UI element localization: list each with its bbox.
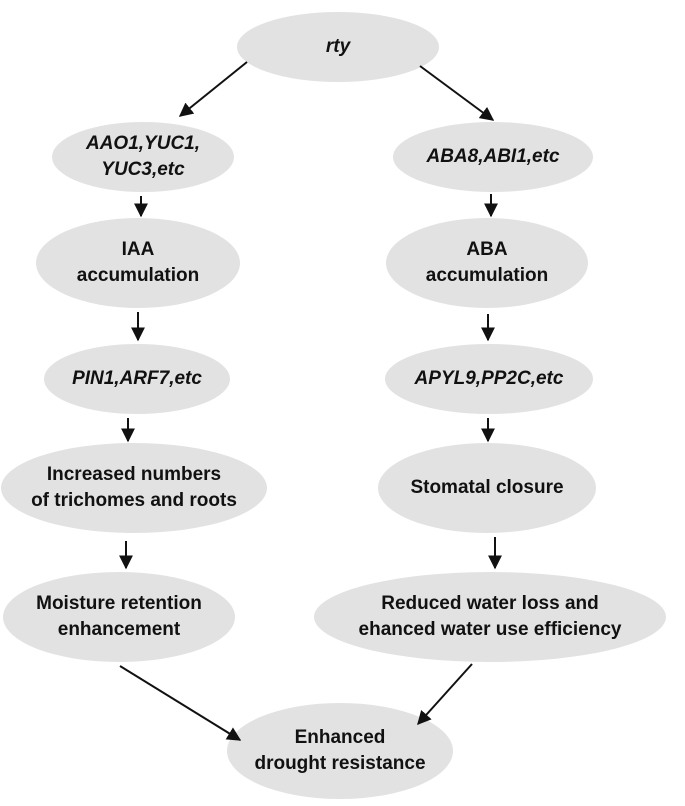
moisture-retention-label: Moisture retention enhancement xyxy=(36,593,202,640)
moisture-retention-ellipse xyxy=(3,572,235,662)
arrow-rty-to-left-genes xyxy=(178,61,248,117)
left-genes-label: AAO1,YUC1, YUC3,etc xyxy=(85,133,201,180)
apyl-pp2c-ellipse xyxy=(385,344,593,414)
rty-label: rty xyxy=(325,36,351,57)
stomatal-closure-ellipse xyxy=(378,443,596,533)
arrow-moisture-to-drought xyxy=(119,665,242,741)
pin-arf-ellipse xyxy=(44,344,230,414)
arrow-rty-to-right-genes xyxy=(419,65,495,121)
iaa-accumulation-label: IAA accumulation xyxy=(76,239,200,286)
pin-arf-node: PIN1,ARF7,etc xyxy=(44,344,230,414)
right-genes-node: ABA8,ABI1,etc xyxy=(393,122,593,192)
stomatal-closure-label: Stomatal closure xyxy=(410,477,564,498)
moisture-retention-node: Moisture retention enhancement xyxy=(3,572,235,662)
right-genes-label: ABA8,ABI1,etc xyxy=(426,146,560,167)
trichomes-roots-ellipse xyxy=(1,443,267,533)
left-genes-ellipse xyxy=(52,122,234,192)
pin-arf-label: PIN1,ARF7,etc xyxy=(72,368,202,389)
rty-node: rty xyxy=(237,12,439,82)
trichomes-roots-node: Increased numbers of trichomes and roots xyxy=(1,443,267,533)
iaa-accumulation-ellipse xyxy=(36,218,240,308)
rty-ellipse xyxy=(237,12,439,82)
water-use-label: Reduced water loss and ehanced water use… xyxy=(358,593,622,640)
left-genes-node: AAO1,YUC1, YUC3,etc xyxy=(52,122,234,192)
apyl-pp2c-label: APYL9,PP2C,etc xyxy=(414,368,564,389)
aba-accumulation-label: ABA accumulation xyxy=(425,239,549,286)
iaa-accumulation-node: IAA accumulation xyxy=(36,218,240,308)
water-use-node: Reduced water loss and ehanced water use… xyxy=(314,572,666,662)
water-use-ellipse xyxy=(314,572,666,662)
apyl-pp2c-node: APYL9,PP2C,etc xyxy=(385,344,593,414)
aba-accumulation-node: ABA accumulation xyxy=(386,218,588,308)
drought-resistance-node: Enhanced drought resistance xyxy=(227,703,453,799)
trichomes-roots-label: Increased numbers of trichomes and roots xyxy=(31,464,237,511)
drought-resistance-label: Enhanced drought resistance xyxy=(254,727,426,774)
aba-accumulation-ellipse xyxy=(386,218,588,308)
right-genes-ellipse xyxy=(393,122,593,192)
stomatal-closure-node: Stomatal closure xyxy=(378,443,596,533)
drought-resistance-ellipse xyxy=(227,703,453,799)
arrow-water-to-drought xyxy=(417,663,473,726)
